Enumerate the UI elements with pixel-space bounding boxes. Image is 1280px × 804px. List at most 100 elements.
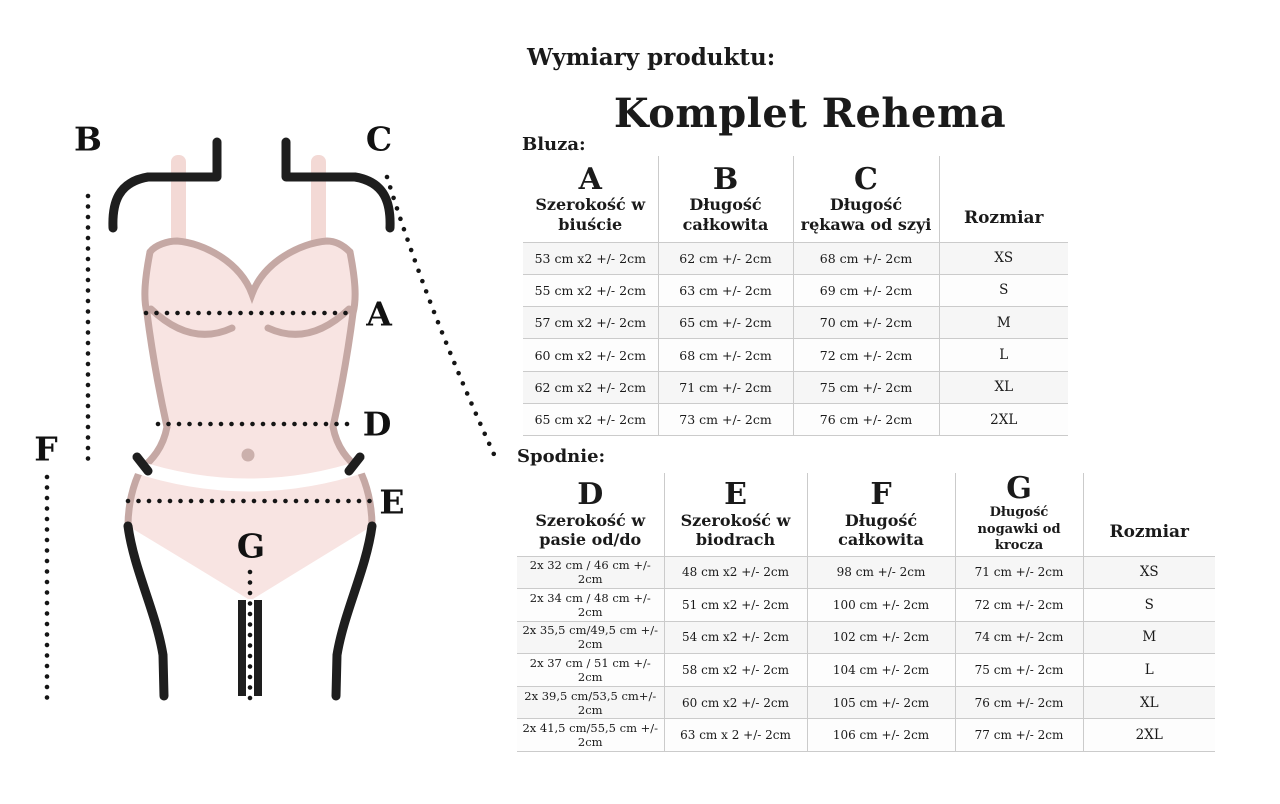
spodnie-header-row: D Szerokość w pasie od/do E Szerokość w … bbox=[517, 473, 1215, 557]
cell: 98 cm +/- 2cm bbox=[806, 556, 955, 590]
left-bust-seam bbox=[147, 305, 236, 338]
table-row: 65 cm x2 +/- 2cm 73 cm +/- 2cm 76 cm +/-… bbox=[523, 403, 1068, 437]
size-cell: XS bbox=[1082, 556, 1215, 590]
size-cell: M bbox=[1082, 621, 1215, 655]
measure-letter-g: G bbox=[236, 526, 266, 566]
col-desc: Długość nogawki od krocza bbox=[977, 504, 1061, 554]
table-row: 57 cm x2 +/- 2cm 65 cm +/- 2cm 70 cm +/-… bbox=[523, 306, 1068, 340]
table-row: 2x 37 cm / 51 cm +/- 2cm 58 cm x2 +/- 2c… bbox=[517, 653, 1215, 687]
cell: 70 cm +/- 2cm bbox=[792, 306, 939, 340]
table-row: 2x 32 cm / 46 cm +/- 2cm 48 cm x2 +/- 2c… bbox=[517, 556, 1215, 590]
size-diagram: B C A D F E G bbox=[0, 0, 510, 800]
measure-letter-b: B bbox=[74, 119, 102, 159]
cell: 71 cm +/- 2cm bbox=[954, 556, 1083, 590]
col-desc: Długość całkowita bbox=[838, 510, 924, 549]
spodnie-size-header: Rozmiar bbox=[1082, 473, 1215, 557]
bluza-col-c-header: C Długość rękawa od szyi bbox=[792, 156, 939, 243]
cell: 58 cm x2 +/- 2cm bbox=[663, 653, 807, 687]
cell: 106 cm +/- 2cm bbox=[806, 718, 955, 753]
table-row: 2x 35,5 cm/49,5 cm +/- 2cm 54 cm x2 +/- … bbox=[517, 621, 1215, 655]
cell: 71 cm +/- 2cm bbox=[657, 371, 793, 404]
cell: 63 cm x 2 +/- 2cm bbox=[663, 718, 807, 753]
right-hip-tick bbox=[344, 452, 365, 476]
size-cell: 2XL bbox=[938, 403, 1068, 437]
cell: 2x 32 cm / 46 cm +/- 2cm bbox=[517, 556, 664, 590]
cell: 77 cm +/- 2cm bbox=[954, 718, 1083, 753]
right-leg-line bbox=[331, 521, 377, 701]
col-letter: F bbox=[870, 477, 892, 513]
spodnie-col-e-header: E Szerokość w biodrach bbox=[663, 473, 807, 557]
cell: 105 cm +/- 2cm bbox=[806, 686, 955, 720]
col-desc: Długość całkowita bbox=[682, 195, 769, 234]
right-bust-seam bbox=[264, 305, 353, 338]
size-cell: XS bbox=[938, 242, 1068, 275]
table-row: 2x 39,5 cm/53,5 cm+/- 2cm 60 cm x2 +/- 2… bbox=[517, 686, 1215, 720]
size-cell: 2XL bbox=[1082, 718, 1215, 753]
garment-illustration bbox=[44, 137, 500, 703]
measure-letter-c: C bbox=[365, 119, 393, 159]
cell: 72 cm +/- 2cm bbox=[792, 338, 939, 372]
section-label-spodnie: Spodnie: bbox=[517, 446, 606, 467]
measurement-marks bbox=[108, 137, 395, 701]
garment-outline bbox=[124, 237, 376, 530]
cell: 2x 39,5 cm/53,5 cm+/- 2cm bbox=[517, 686, 664, 720]
table-row: 60 cm x2 +/- 2cm 68 cm +/- 2cm 72 cm +/-… bbox=[523, 338, 1068, 372]
col-desc: Szerokość w biodrach bbox=[680, 510, 791, 549]
table-row: 53 cm x2 +/- 2cm 62 cm +/- 2cm 68 cm +/-… bbox=[523, 242, 1068, 275]
col-letter: C bbox=[854, 161, 878, 197]
size-cell: M bbox=[938, 306, 1068, 340]
bluza-col-a-header: A Szerokość w biuście bbox=[523, 156, 658, 243]
left-shoulder-bracket bbox=[108, 137, 222, 233]
measure-line-c bbox=[384, 174, 500, 464]
cell: 60 cm x2 +/- 2cm bbox=[523, 338, 658, 372]
table-row: 2x 34 cm / 48 cm +/- 2cm 51 cm x2 +/- 2c… bbox=[517, 588, 1215, 622]
table-row: 55 cm x2 +/- 2cm 63 cm +/- 2cm 69 cm +/-… bbox=[523, 274, 1068, 308]
size-cell: L bbox=[1082, 653, 1215, 687]
spodnie-size-table: D Szerokość w pasie od/do E Szerokość w … bbox=[517, 473, 1215, 753]
cell: 57 cm x2 +/- 2cm bbox=[523, 306, 658, 340]
size-cell: XL bbox=[938, 371, 1068, 404]
cell: 100 cm +/- 2cm bbox=[806, 588, 955, 622]
cell: 65 cm +/- 2cm bbox=[657, 306, 793, 340]
cell: 2x 35,5 cm/49,5 cm +/- 2cm bbox=[517, 621, 664, 655]
cell: 68 cm +/- 2cm bbox=[657, 338, 793, 372]
cell: 75 cm +/- 2cm bbox=[954, 653, 1083, 687]
cell: 104 cm +/- 2cm bbox=[806, 653, 955, 687]
table-row: 2x 41,5 cm/55,5 cm +/- 2cm 63 cm x 2 +/-… bbox=[517, 718, 1215, 753]
size-cell: XL bbox=[1082, 686, 1215, 720]
cell: 51 cm x2 +/- 2cm bbox=[663, 588, 807, 622]
cell: 65 cm x2 +/- 2cm bbox=[523, 403, 658, 437]
navel-dot bbox=[241, 448, 255, 462]
bluza-col-b-header: B Długość całkowita bbox=[657, 156, 793, 243]
left-leg-line bbox=[123, 521, 169, 701]
cell: 48 cm x2 +/- 2cm bbox=[663, 556, 807, 590]
cell: 76 cm +/- 2cm bbox=[954, 686, 1083, 720]
col-letter: D bbox=[577, 477, 604, 513]
cell: 75 cm +/- 2cm bbox=[792, 371, 939, 404]
measure-letter-f: F bbox=[34, 429, 58, 469]
spodnie-col-f-header: F Długość całkowita bbox=[806, 473, 955, 557]
bluza-size-table: A Szerokość w biuście B Długość całkowit… bbox=[523, 156, 1068, 437]
cell: 2x 41,5 cm/55,5 cm +/- 2cm bbox=[517, 718, 664, 753]
cell: 72 cm +/- 2cm bbox=[954, 588, 1083, 622]
cell: 62 cm x2 +/- 2cm bbox=[523, 371, 658, 404]
col-letter: A bbox=[578, 161, 602, 197]
measure-letter-a: A bbox=[366, 294, 392, 334]
cell: 60 cm x2 +/- 2cm bbox=[663, 686, 807, 720]
cell: 68 cm +/- 2cm bbox=[792, 242, 939, 275]
cell: 69 cm +/- 2cm bbox=[792, 274, 939, 308]
cell: 74 cm +/- 2cm bbox=[954, 621, 1083, 655]
dotted-measure-lines bbox=[44, 174, 500, 703]
product-name: Komplet Rehema bbox=[613, 90, 1007, 137]
cell: 54 cm x2 +/- 2cm bbox=[663, 621, 807, 655]
right-shoulder-bracket bbox=[281, 137, 395, 233]
cell: 73 cm +/- 2cm bbox=[657, 403, 793, 437]
left-hip-tick bbox=[132, 452, 153, 476]
crotch-bars bbox=[238, 600, 262, 696]
cell: 55 cm x2 +/- 2cm bbox=[523, 274, 658, 308]
measure-letter-e: E bbox=[379, 482, 405, 522]
col-desc: Szerokość w pasie od/do bbox=[535, 510, 646, 549]
size-cell: L bbox=[938, 338, 1068, 372]
cell: 53 cm x2 +/- 2cm bbox=[523, 242, 658, 275]
left-strap-shape bbox=[171, 155, 186, 250]
